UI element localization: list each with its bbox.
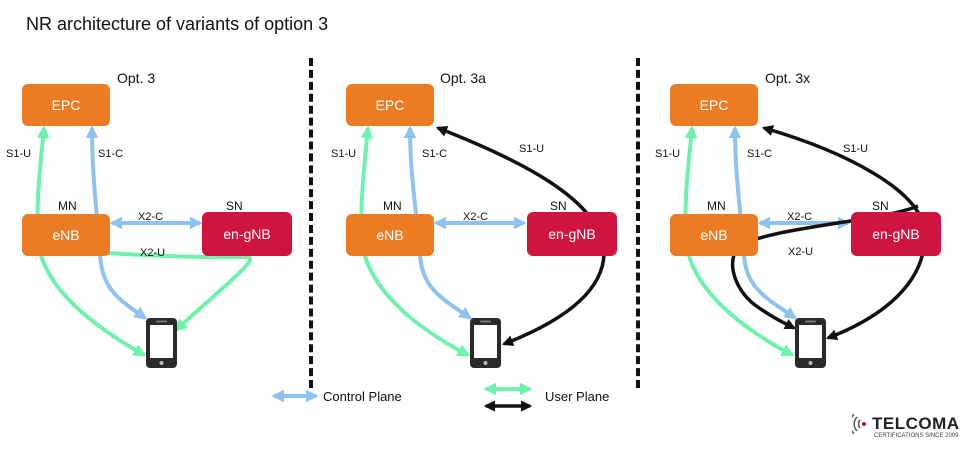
en-gnb-box-2: en-gNB — [527, 212, 617, 256]
legend-user-plane: User Plane — [545, 389, 610, 404]
enb-box-2: eNB — [346, 214, 434, 256]
option-label-2: Opt. 3a — [440, 70, 486, 86]
s1c-label-3: S1-C — [747, 148, 773, 160]
en-gnb-box-1: en-gNB — [202, 212, 292, 256]
epc-box-1: EPC — [22, 84, 110, 126]
sn-label-1: SN — [226, 199, 243, 213]
x2c-label-3: X2-C — [787, 211, 813, 223]
s1u-label-3: S1-U — [655, 148, 681, 160]
s1c-label-2: S1-C — [422, 148, 448, 160]
logo-tagline: CERTIFICATIONS SINCE 2009 — [874, 433, 959, 439]
option-label-3: Opt. 3x — [765, 70, 811, 86]
mn-label-2: MN — [383, 199, 402, 213]
epc-box-3: EPC — [670, 84, 758, 126]
page-title: NR architecture of variants of option 3 — [26, 14, 329, 34]
x2u-label-1: X2-U — [140, 247, 166, 259]
s1u-label-2: S1-U — [331, 148, 357, 160]
mn-label-3: MN — [707, 199, 726, 213]
x2c-label-1: X2-C — [138, 211, 164, 223]
logo-name: TELCOMA — [872, 414, 960, 433]
en-gnb-box-3: en-gNB — [851, 212, 941, 256]
signal-icon — [852, 414, 866, 435]
enb-box-1: eNB — [22, 214, 110, 256]
sn-label-3: SN — [872, 199, 889, 213]
panel-divider-1 — [309, 58, 313, 388]
x2c-label-2: X2-C — [463, 211, 489, 223]
phone-icon-3 — [795, 318, 826, 368]
option-label-1: Opt. 3 — [117, 70, 156, 86]
sn-label-2: SN — [550, 199, 567, 213]
panel-divider-2 — [636, 58, 640, 388]
s1u-sn-label-2: S1-U — [519, 143, 545, 155]
legend-control-plane: Control Plane — [323, 389, 402, 404]
mn-label-1: MN — [58, 199, 77, 213]
epc-box-2: EPC — [346, 84, 434, 126]
x2u-label-3: X2-U — [788, 246, 814, 258]
s1u-label-1: S1-U — [6, 148, 32, 160]
phone-icon-1 — [146, 318, 177, 368]
s1c-label-1: S1-C — [98, 148, 124, 160]
phone-icon-2 — [470, 318, 501, 368]
enb-box-3: eNB — [670, 214, 758, 256]
s1u-sn-label-3: S1-U — [843, 143, 869, 155]
